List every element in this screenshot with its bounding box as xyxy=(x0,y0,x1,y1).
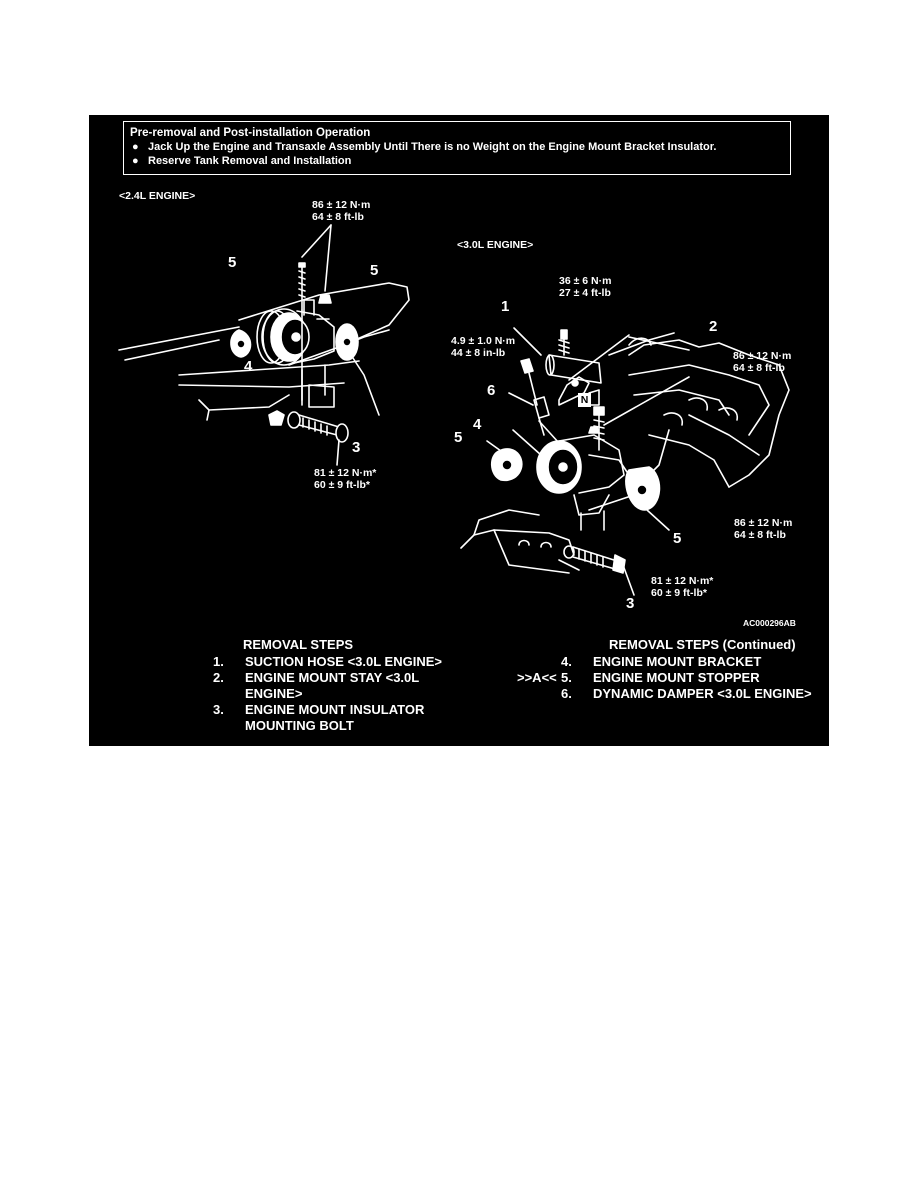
step-item: 2.ENGINE MOUNT STAY <3.0L ENGINE> xyxy=(213,670,419,701)
chassis-30 xyxy=(460,509,580,574)
step-item: 3.ENGINE MOUNT INSULATOR MOUNTING BOLT xyxy=(213,702,425,733)
figure-id: AC000296AB xyxy=(743,618,796,628)
pre-removal-item: ●Reserve Tank Removal and Installation xyxy=(132,155,352,167)
torque-24-bolt: 81 ± 12 N·m*60 ± 9 ft-lb* xyxy=(314,467,377,491)
stopper-30-left xyxy=(486,440,523,482)
stopper-30-right xyxy=(588,466,670,531)
removal-steps-heading: REMOVAL STEPS (Continued) xyxy=(609,637,796,652)
removal-steps-right: REMOVAL STEPS (Continued) 4.ENGINE MOUNT… xyxy=(517,637,817,702)
callout-2: 2 xyxy=(709,318,718,335)
callout-1: 1 xyxy=(501,298,510,315)
pre-removal-item: ●Jack Up the Engine and Transaxle Assemb… xyxy=(132,141,717,153)
callout-4: 4 xyxy=(244,358,253,375)
engine-24-label: <2.4L ENGINE> xyxy=(119,190,196,202)
pre-removal-title: Pre-removal and Post-installation Operat… xyxy=(130,127,371,139)
step-item: >>A<<5.ENGINE MOUNT STOPPER xyxy=(517,670,760,685)
stopper-24-left xyxy=(230,329,252,358)
engine-30-outline xyxy=(608,332,790,488)
bolt-24-insulator xyxy=(268,410,349,466)
step-item: 1.SUCTION HOSE <3.0L ENGINE> xyxy=(213,654,442,669)
step-item: 4.ENGINE MOUNT BRACKET xyxy=(561,654,762,669)
callout-5: 5 xyxy=(228,254,237,271)
diagram-figure: Pre-removal and Post-installation Operat… xyxy=(89,115,829,746)
engine-mount-illustration xyxy=(118,224,790,596)
callout-5: 5 xyxy=(673,530,682,547)
removal-steps-heading: REMOVAL STEPS xyxy=(243,637,354,652)
callout-3: 3 xyxy=(626,595,635,612)
bolts-24-top xyxy=(298,262,335,408)
callout-6: 6 xyxy=(487,382,496,399)
engine-30-label: <3.0L ENGINE> xyxy=(457,239,534,251)
callout-3: 3 xyxy=(352,439,361,456)
removal-steps-left: REMOVAL STEPS 1.SUCTION HOSE <3.0L ENGIN… xyxy=(213,637,453,734)
callout-4: 4 xyxy=(473,416,482,433)
damper-30 xyxy=(508,358,550,436)
engine-24-outline xyxy=(118,282,410,421)
callout-5: 5 xyxy=(370,262,379,279)
torque-30-bolt: 81 ± 12 N·m*60 ± 9 ft-lb* xyxy=(651,575,714,599)
bracket-30 xyxy=(512,420,630,531)
callout-5: 5 xyxy=(454,429,463,446)
nut-marker: N xyxy=(578,393,591,407)
bolt-30-insulator xyxy=(563,545,635,596)
stopper-24-right xyxy=(335,323,359,361)
step-item: 6.DYNAMIC DAMPER <3.0L ENGINE> xyxy=(561,686,812,701)
bracket-24 xyxy=(256,299,335,366)
suction-hose xyxy=(513,327,602,384)
bullet-icon: ● xyxy=(132,155,139,167)
bullet-icon: ● xyxy=(132,141,139,153)
pre-removal-box: Pre-removal and Post-installation Operat… xyxy=(123,121,791,175)
bolts-30 xyxy=(588,376,690,491)
